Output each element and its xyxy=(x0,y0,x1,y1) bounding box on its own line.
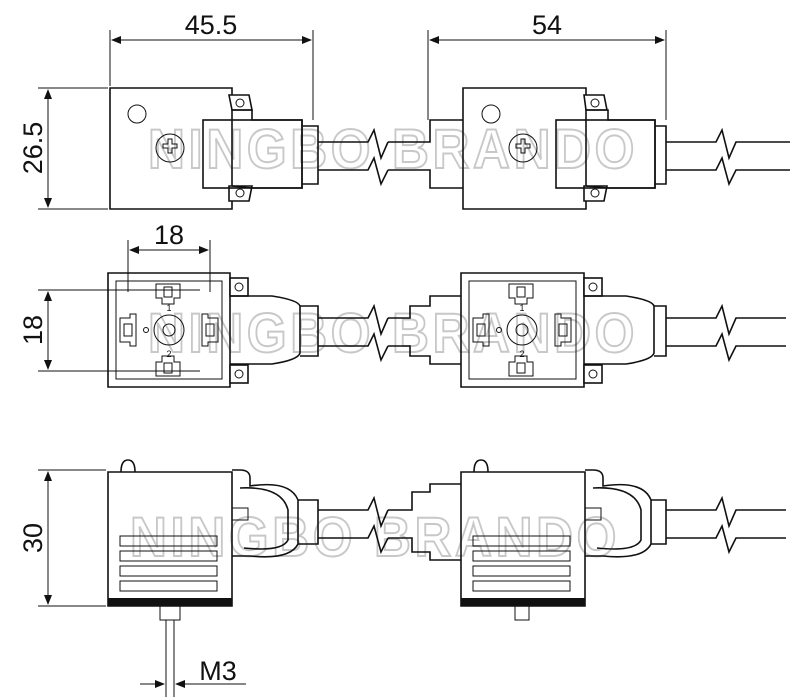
dim-label-54: 54 xyxy=(532,10,562,40)
dim-label-m3: M3 xyxy=(199,656,237,686)
front-view-right: 1 2 xyxy=(388,272,786,388)
pin-label-2-right: 2 xyxy=(519,349,524,359)
dim-label-18-vertical: 18 xyxy=(18,315,48,345)
top-view-right xyxy=(388,87,790,210)
dim-label-18-horizontal: 18 xyxy=(154,220,184,250)
dim-bottom-height: 30 xyxy=(18,469,106,607)
pin-label-2-left: 2 xyxy=(166,349,171,359)
dim-label-26-5: 26.5 xyxy=(18,122,48,175)
dim-middle-height: 18 xyxy=(18,289,200,372)
dim-top-left-width: 45.5 xyxy=(109,10,314,120)
dim-label-30: 30 xyxy=(18,523,48,553)
front-view-left: 1 2 xyxy=(107,272,389,388)
side-view-left xyxy=(107,459,389,697)
dim-middle-pin-spacing: 18 xyxy=(127,220,211,292)
side-view-right xyxy=(388,459,786,621)
dim-screw-thread: M3 xyxy=(140,656,246,688)
dim-top-height: 26.5 xyxy=(18,87,108,210)
dim-top-right-width: 54 xyxy=(427,10,667,120)
watermark-row-2: NINGBO BRANDO xyxy=(148,301,638,364)
pin-label-1-left: 1 xyxy=(166,303,171,313)
pin-label-1-right: 1 xyxy=(519,303,524,313)
top-view-left xyxy=(109,87,389,210)
dim-label-45-5: 45.5 xyxy=(185,10,238,40)
